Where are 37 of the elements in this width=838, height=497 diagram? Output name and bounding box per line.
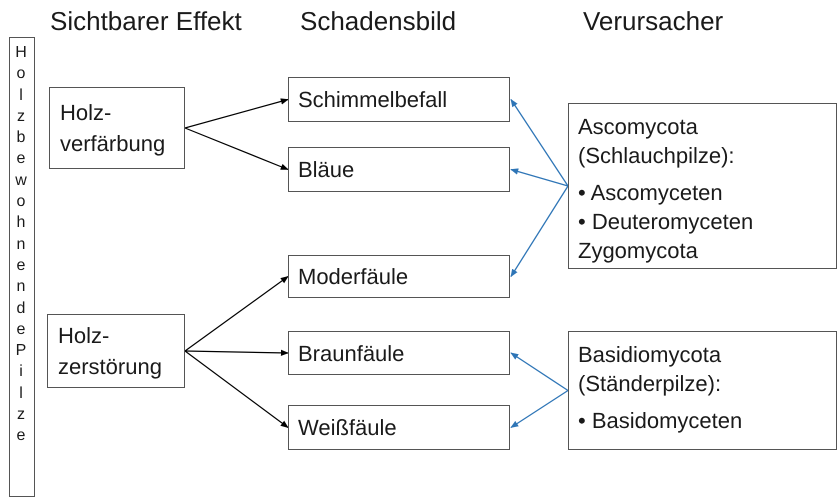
cause-box bbox=[568, 331, 837, 450]
box-label: • Basidomyceten bbox=[578, 407, 742, 435]
box-label: Holz- zerstörung bbox=[58, 322, 163, 381]
category-box bbox=[9, 37, 35, 497]
box-label: Basidiomycota (Ständerpilze): bbox=[578, 341, 722, 398]
arrow bbox=[510, 98, 569, 186]
arrow bbox=[184, 350, 289, 356]
arrow bbox=[510, 186, 569, 278]
arrow bbox=[184, 350, 289, 428]
box-label: Bläue bbox=[298, 156, 354, 184]
box-label: • Ascomyceten bbox=[578, 179, 723, 207]
box-label: Weißfäule bbox=[298, 414, 397, 442]
box-label: Zygomycota bbox=[578, 237, 698, 265]
arrow bbox=[184, 276, 289, 352]
effect-box bbox=[49, 87, 185, 169]
damage-box bbox=[288, 147, 510, 192]
damage-box bbox=[288, 77, 510, 122]
column-heading: Sichtbarer Effekt bbox=[50, 6, 242, 37]
damage-box bbox=[288, 331, 510, 375]
box-label: Holz- verfärbung bbox=[60, 99, 166, 158]
damage-box bbox=[288, 255, 510, 298]
arrow bbox=[184, 98, 289, 129]
arrow bbox=[510, 168, 568, 187]
effect-box bbox=[47, 314, 185, 388]
damage-box bbox=[288, 405, 510, 450]
box-label: Moderfäule bbox=[298, 263, 408, 291]
column-heading: Verursacher bbox=[583, 6, 724, 37]
box-label: Ascomycota (Schlauchpilze): bbox=[578, 113, 736, 170]
cause-box bbox=[568, 103, 837, 269]
box-label: • Deuteromyceten bbox=[578, 208, 754, 236]
arrow bbox=[184, 127, 289, 170]
box-label: Braunfäule bbox=[298, 340, 404, 368]
arrow bbox=[510, 352, 568, 392]
vertical-label: Holz bewohnende Pilze bbox=[15, 43, 35, 446]
arrow bbox=[510, 390, 568, 428]
column-heading: Schadensbild bbox=[300, 6, 456, 37]
box-label: Schimmelbefall bbox=[298, 86, 448, 114]
